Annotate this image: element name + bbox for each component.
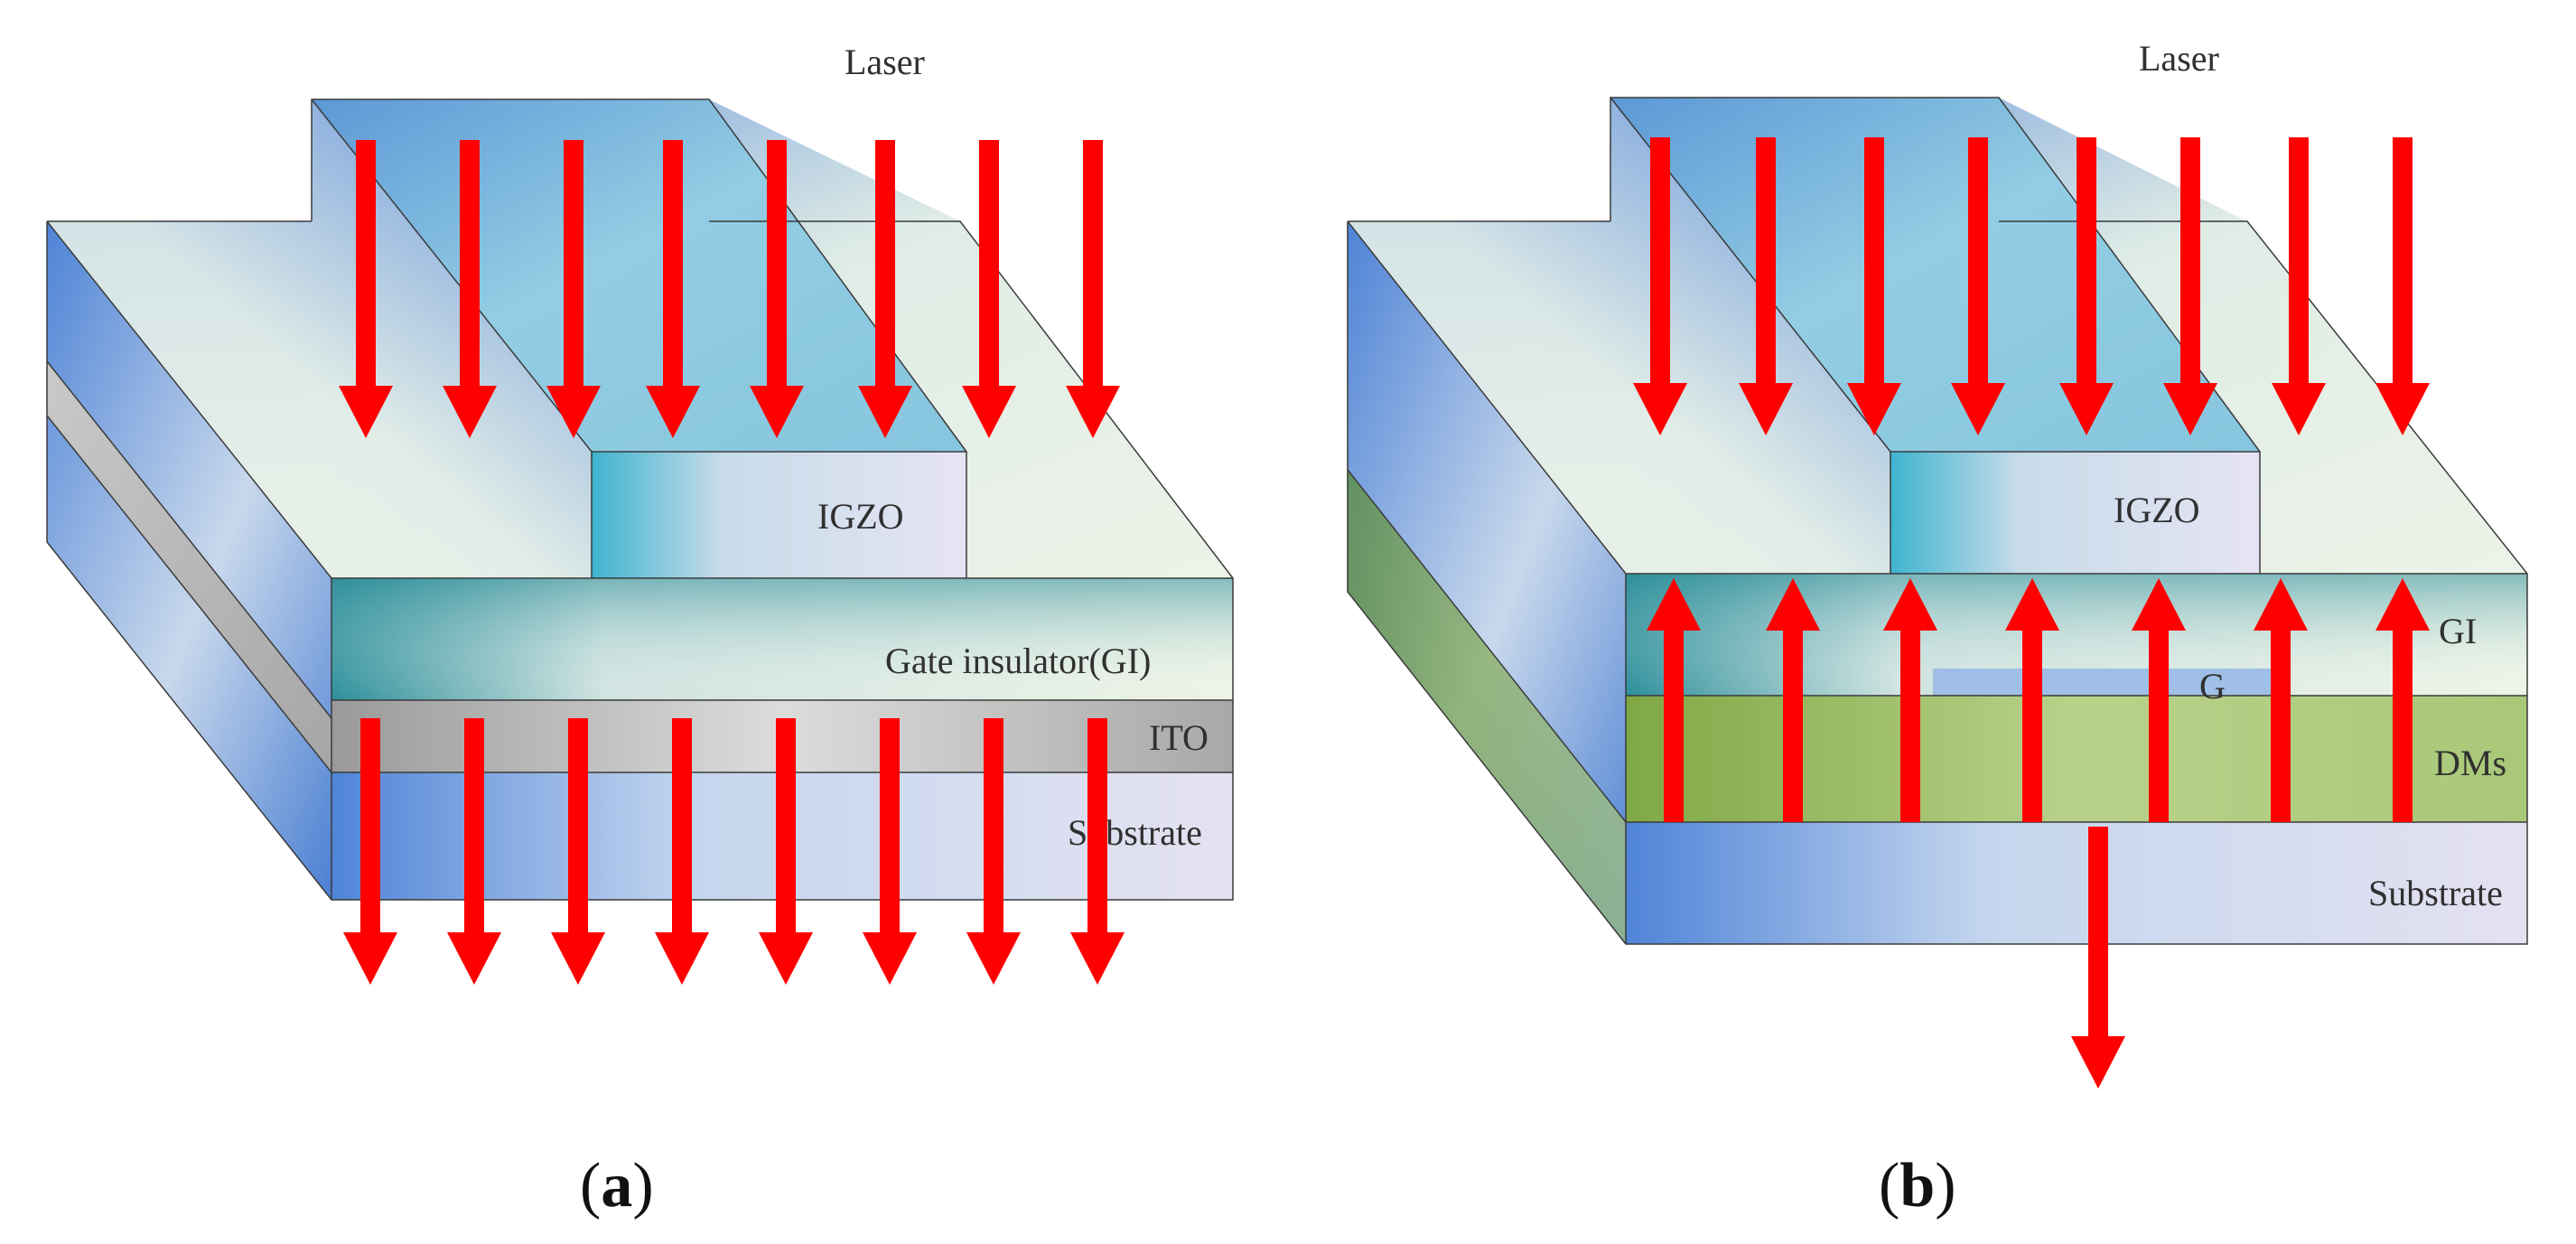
panel-a-transmitted-arrow-2 <box>447 718 501 985</box>
panel-b-dms-label: DMs <box>2434 743 2506 783</box>
panel-b-incident-arrow-4 <box>1951 137 2005 435</box>
panel-a-igzo-front <box>592 452 966 578</box>
panel-b-incident-arrow-8 <box>2375 137 2430 435</box>
panel-a-step-face <box>47 99 592 578</box>
panel-b-incident-arrow-1 <box>1633 137 1687 435</box>
panel-b-g-label: G <box>2199 666 2226 706</box>
panel-b-reflected-arrow-4 <box>2005 578 2059 822</box>
panel-a-transmitted-arrow-5 <box>759 718 813 985</box>
panel-a-transmitted-arrow-8 <box>1070 718 1125 985</box>
panel-b-reflected-arrow-6 <box>2254 578 2308 822</box>
panel-a-transmitted-arrow-3 <box>551 718 605 985</box>
panel-b: Laser IGZO GI G DMs Substrate (b) <box>1347 38 2528 1221</box>
laser-arrows <box>339 137 2430 1089</box>
panel-b-reflected-arrow-1 <box>1647 578 1701 822</box>
panel-b-incident-arrow-2 <box>1739 137 1793 435</box>
panel-a-incident-arrow-2 <box>443 140 497 438</box>
panel-b-incident-arrow-3 <box>1847 137 1901 435</box>
panel-a-transmitted-arrow-7 <box>966 718 1021 985</box>
panel-a-ito-side <box>47 361 331 772</box>
panel-b-substrate-label: Substrate <box>2368 873 2503 913</box>
panel-a-incident-arrow-3 <box>546 140 601 438</box>
panel-b-substrate-front <box>1626 822 2527 944</box>
panel-b-dms-front <box>1626 696 2527 822</box>
panel-a-incident-arrow-7 <box>962 140 1016 438</box>
panel-a-incident-arrow-6 <box>858 140 912 438</box>
panel-a-incident-arrow-8 <box>1066 140 1120 438</box>
panel-a-gi-label: Gate insulator(GI) <box>885 641 1151 681</box>
panel-b-igzo-label: IGZO <box>2114 490 2200 530</box>
panel-b-caption: (b) <box>1879 1151 1956 1221</box>
panel-a-incident-arrow-5 <box>750 140 804 438</box>
panel-b-laser-label: Laser <box>2139 38 2219 79</box>
panel-a-transmitted-arrow-1 <box>343 718 397 985</box>
panel-b-dms-side <box>1348 470 1626 944</box>
panel-b-gate-strip <box>1933 669 2290 696</box>
panel-b-reflected-arrow-2 <box>1766 578 1820 822</box>
panel-a-laser-label: Laser <box>845 42 925 82</box>
panel-b-incident-arrow-5 <box>2059 137 2114 435</box>
panel-a-caption: (a) <box>580 1151 654 1221</box>
panel-b-incident-arrow-6 <box>2163 137 2217 435</box>
panel-a: Laser IGZO Gate insulator(GI) ITO Substr… <box>46 42 1234 1221</box>
panel-a-transmitted-arrow-4 <box>655 718 709 985</box>
panel-b-step-face <box>1348 98 1890 574</box>
panel-a-ito-label: ITO <box>1149 717 1209 758</box>
panel-a-incident-arrow-1 <box>339 140 393 438</box>
panel-a-igzo-label: IGZO <box>817 496 904 537</box>
panel-a-gi-front-shade <box>331 578 1233 700</box>
panel-a-incident-arrow-4 <box>646 140 700 438</box>
panel-a-transmitted-arrow-6 <box>863 718 917 985</box>
panel-b-transmitted-arrow <box>2071 827 2125 1089</box>
panel-b-reflected-arrow-7 <box>2375 578 2430 822</box>
panel-b-gi-label: GI <box>2439 611 2477 651</box>
panel-b-reflected-arrow-3 <box>1883 578 1937 822</box>
panel-b-igzo-front <box>1890 452 2260 574</box>
panel-b-incident-arrow-7 <box>2272 137 2326 435</box>
panel-b-reflected-arrow-5 <box>2132 578 2186 822</box>
